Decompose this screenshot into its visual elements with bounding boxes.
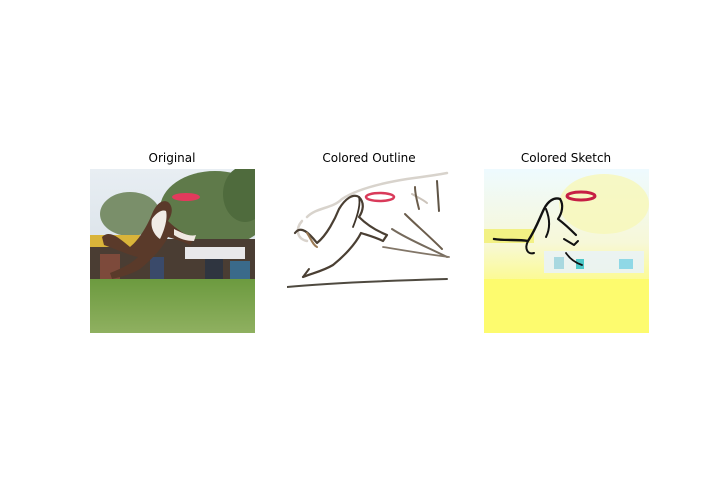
panel-original	[90, 169, 255, 333]
panel-colored-sketch	[484, 169, 649, 333]
original-photo	[90, 169, 255, 333]
sketch-image	[484, 169, 649, 333]
dog-shape	[102, 201, 196, 279]
panel-colored-outline	[287, 169, 452, 333]
panel-title-original: Original	[148, 151, 196, 165]
panel-title-outline: Colored Outline	[322, 151, 416, 165]
frisbee-shape	[172, 193, 200, 201]
frisbee-sketch	[565, 190, 597, 202]
panel-title-sketch: Colored Sketch	[520, 151, 612, 165]
frisbee-outline	[364, 191, 396, 203]
outline-image	[287, 169, 452, 333]
